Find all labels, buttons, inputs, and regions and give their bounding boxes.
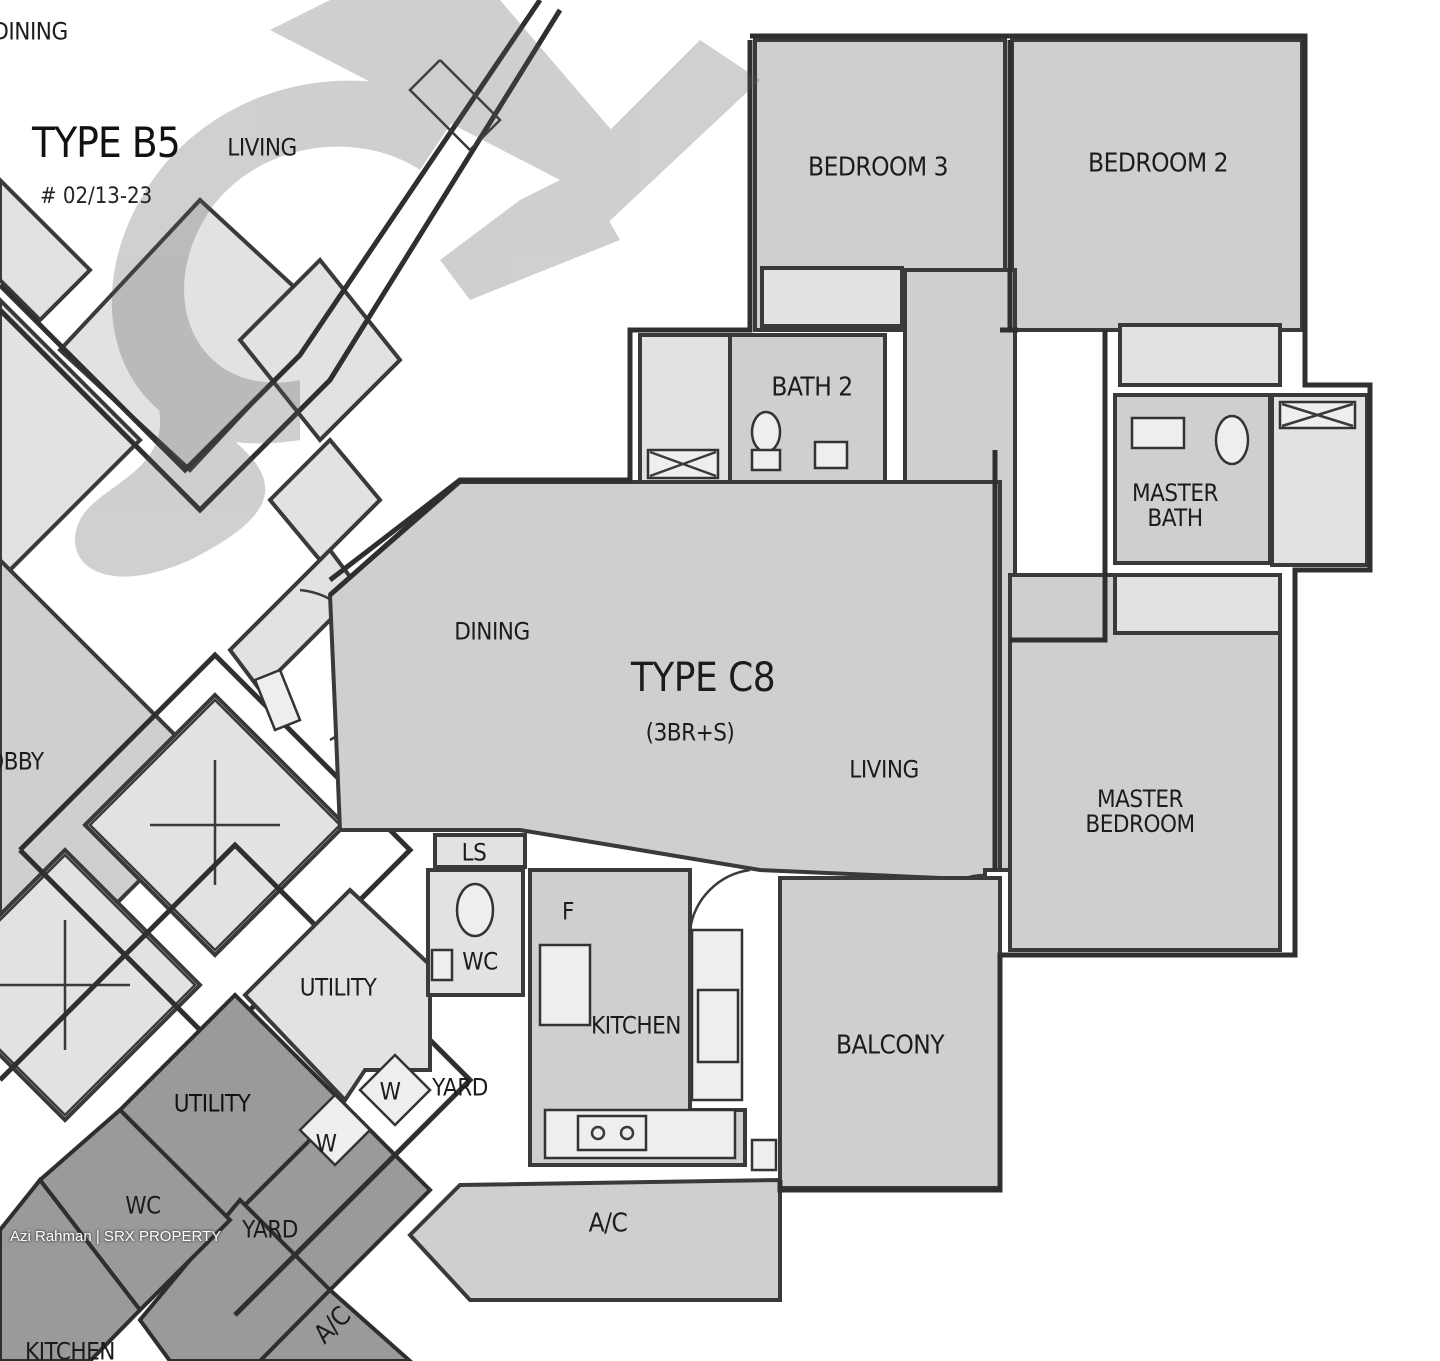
- label-bath-2: BATH 2: [771, 372, 853, 403]
- label-yard-2: YARD: [242, 1215, 298, 1244]
- label-yard: YARD: [432, 1073, 488, 1102]
- label-kitchen-2: KITCHEN: [25, 1337, 115, 1361]
- label-wc-2: WC: [125, 1191, 161, 1220]
- room-ac-ledge: [407, 1177, 782, 1302]
- label-wc: WC: [462, 947, 498, 976]
- room-bedroom-2: [1010, 38, 1304, 332]
- neighbour-unit: [0, 0, 563, 1361]
- label-f: F: [562, 897, 574, 926]
- label-lobby: LOBBY: [0, 747, 44, 776]
- plan-title-c8: TYPE C8: [630, 655, 776, 701]
- label-ac: A/C: [588, 1208, 628, 1239]
- label-master-bath: MASTER BATH: [1132, 478, 1218, 532]
- label-living: LIVING: [227, 133, 297, 162]
- label-bedroom-3: BEDROOM 3: [808, 152, 948, 183]
- label-dining: DINING: [454, 617, 530, 646]
- plan-units-b5: # 02/13-23: [40, 184, 153, 209]
- photo-credit: Azi Rahman | SRX PROPERTY: [10, 1228, 222, 1245]
- plan-units-c8: (3BR+S): [645, 718, 735, 747]
- label-bedroom-2: BEDROOM 2: [1088, 148, 1228, 179]
- watermark-logo: [74, 0, 760, 577]
- label-living-c8: LIVING: [849, 755, 919, 784]
- label-kitchen: KITCHEN: [591, 1011, 681, 1040]
- plan-title-b5: TYPE B5: [32, 118, 181, 167]
- label-w-2: W: [315, 1129, 337, 1158]
- unit-type-c8: [327, 33, 1373, 1302]
- label-balcony: BALCONY: [835, 1030, 945, 1061]
- label-w: W: [379, 1077, 401, 1106]
- label-utility: UTILITY: [299, 973, 377, 1002]
- room-dining-living: [327, 480, 1002, 883]
- label-dining-top: DINING: [0, 17, 68, 46]
- label-utility-2: UTILITY: [173, 1089, 251, 1118]
- label-ls: LS: [461, 838, 487, 867]
- label-master-bedroom: MASTER BEDROOM: [1085, 784, 1195, 838]
